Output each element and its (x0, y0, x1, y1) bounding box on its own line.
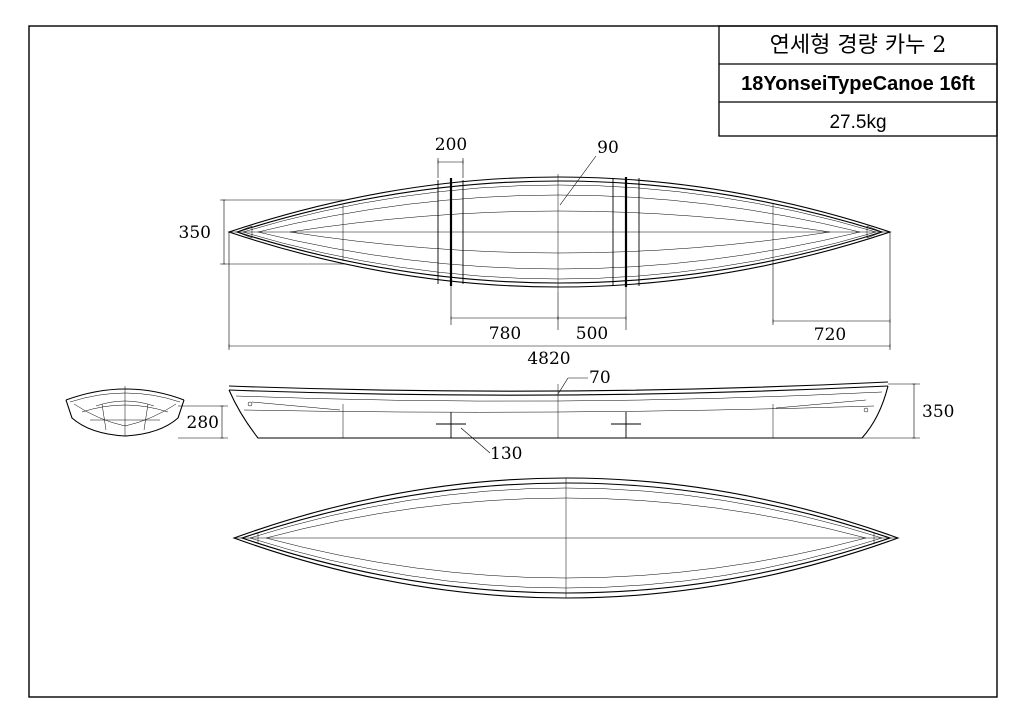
dim-side-depth: 350 (922, 402, 954, 422)
dim-center-mark: 90 (597, 138, 619, 158)
sheet-border (28, 25, 998, 698)
plan-dimensions: 350 200 90 780 500 720 4820 (179, 135, 891, 369)
title-weight: 27.5kg (829, 112, 886, 133)
dim-aft-offset: 500 (576, 324, 608, 344)
title-block: 연세형 경량 카누 2 18YonseiTypeCanoe 16ft 27.5k… (718, 25, 998, 137)
dim-seat-height: 130 (490, 444, 522, 464)
dim-overall-length: 4820 (527, 349, 570, 369)
dim-beam: 350 (179, 223, 211, 243)
dim-deck-length: 720 (814, 325, 846, 345)
bottom-view (232, 477, 900, 599)
title-model: 18YonseiTypeCanoe 16ft (741, 73, 975, 95)
section-view: 280 (65, 386, 228, 439)
dim-sheer-mark: 70 (589, 368, 611, 388)
dim-section-depth: 280 (187, 413, 219, 433)
dim-fore-offset: 780 (489, 324, 521, 344)
dim-thwart-width: 200 (435, 135, 467, 155)
profile-view: 70 130 350 (228, 368, 954, 464)
title-korean: 연세형 경량 카누 2 (770, 33, 947, 58)
plan-view (227, 155, 892, 292)
